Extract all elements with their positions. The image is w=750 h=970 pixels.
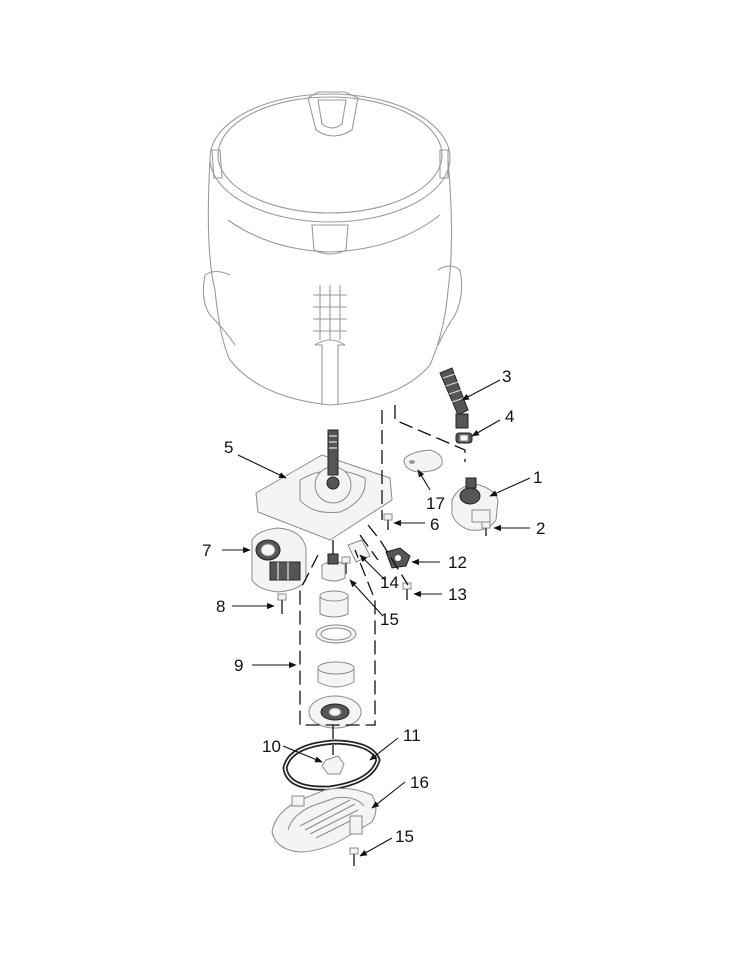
mounting-plate-part[interactable] xyxy=(255,429,393,541)
washer-tub xyxy=(202,91,463,406)
callout-labels: 1 2 3 4 5 6 7 8 9 10 11 12 13 14 15 16 1… xyxy=(202,367,545,846)
nut-part-10[interactable] xyxy=(321,755,345,775)
screw-part-6[interactable] xyxy=(383,513,393,530)
drive-belt-part[interactable] xyxy=(282,739,381,791)
screw-part-13[interactable] xyxy=(402,582,412,600)
assembly-guide-lines xyxy=(299,405,466,755)
drain-pump-part[interactable] xyxy=(451,477,499,531)
callout-9: 9 xyxy=(234,656,243,675)
tub-internal-ribs xyxy=(313,285,347,340)
drive-motor-part[interactable] xyxy=(251,527,307,593)
seal-part-17[interactable] xyxy=(403,449,443,473)
switch-part-12[interactable] xyxy=(385,547,411,569)
callout-13: 13 xyxy=(448,585,467,604)
callout-7: 7 xyxy=(202,541,211,560)
screw-part-2[interactable] xyxy=(481,521,491,536)
callout-12: 12 xyxy=(448,553,467,572)
callout-6: 6 xyxy=(430,515,439,534)
callout-16: 16 xyxy=(410,773,429,792)
drain-hose-part[interactable] xyxy=(439,367,469,429)
callout-10: 10 xyxy=(262,737,281,756)
callout-3: 3 xyxy=(502,367,511,386)
callout-2: 2 xyxy=(536,519,545,538)
callout-4: 4 xyxy=(505,407,514,426)
clutch-assembly-part[interactable] xyxy=(308,553,362,729)
hose-clamp-part[interactable] xyxy=(455,432,473,444)
callout-1: 1 xyxy=(533,468,542,487)
screw-part-15-upper[interactable] xyxy=(341,556,351,574)
callout-5: 5 xyxy=(224,438,233,457)
callout-8: 8 xyxy=(216,597,225,616)
callout-leaders xyxy=(222,379,531,857)
callout-15-lower: 15 xyxy=(395,827,414,846)
base-pan-part[interactable] xyxy=(271,787,377,853)
screw-part-8[interactable] xyxy=(277,593,287,614)
screw-part-15-lower[interactable] xyxy=(349,847,359,866)
callout-11: 11 xyxy=(403,726,421,745)
callout-14: 14 xyxy=(380,573,399,592)
callout-15-upper: 15 xyxy=(380,610,399,629)
callout-17: 17 xyxy=(426,494,445,513)
